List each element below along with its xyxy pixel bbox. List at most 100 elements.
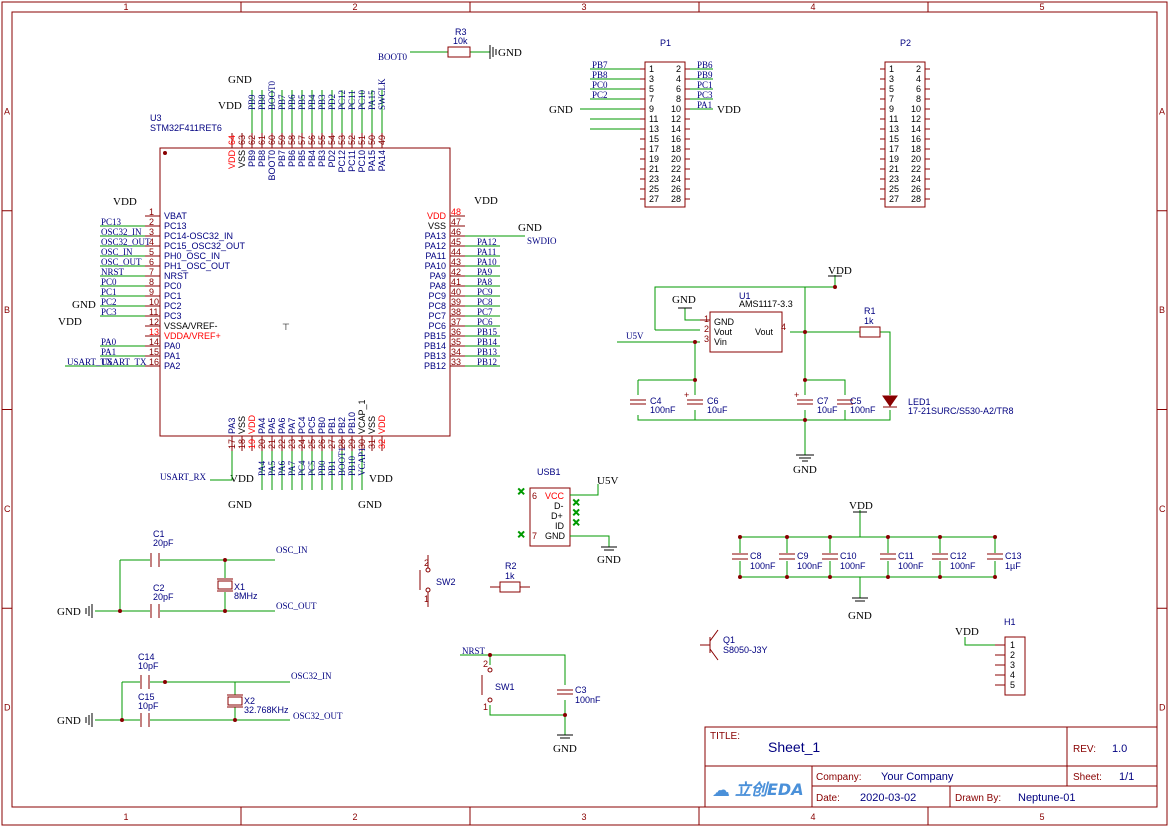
c3-value: 100nF [575,695,601,705]
usb-pin-dm: D- [554,501,564,511]
mcu-net-label: PA6 [277,460,287,476]
decoup-gnd: GND [848,610,872,622]
sw1-pin2: 2 [483,659,488,669]
mcu-pin-name: PC4 [297,416,307,434]
mcu-value: STM32F411RET6 [150,123,222,133]
mcu-pin-num: 48 [451,207,461,217]
mcu-pin-num: 15 [149,347,159,357]
mcu-pin-name: VSS [237,150,247,168]
h1-pin: 1 [1010,640,1015,650]
svg-text:+: + [684,390,689,400]
frame-row-label: A [4,106,10,116]
p1-pin-left: 5 [649,84,654,94]
p1-pin-right: 12 [671,114,681,124]
p1-net-left: PC0 [592,80,608,90]
decoup-cap-ref: C8 [750,551,762,561]
c1-ref: C1 [153,529,165,539]
mcu-pin-num: 36 [451,327,461,337]
mcu-net-label: PD2 [327,94,337,110]
decoup-cap-value: 1µF [1005,561,1021,571]
mcu-pin-name: PC6 [428,321,446,331]
x1-value: 8MHz [234,591,258,601]
p1-pin-right: 24 [671,174,681,184]
transistor-q1[interactable]: Q1 S8050-J3Y [700,629,768,661]
mcu-pin-name: PA11 [425,251,446,261]
resistor-r2[interactable]: R2 1k [490,561,530,593]
c14-value: 10pF [138,661,159,671]
frame-row-label: B [4,305,10,315]
osc-out-net: OSC_OUT [276,601,317,611]
mcu-pin-num: 53 [337,135,347,145]
c2-value: 20pF [153,592,174,602]
reset-circuit[interactable]: 2 1 SW1 C3 100nF NRST GND [460,646,601,755]
led1-ref: LED1 [908,397,931,407]
h1-ref: H1 [1004,617,1016,627]
mcu-pin-name: PA5 [267,418,277,434]
mcu-net-label: USART_TX [67,357,113,367]
header-p2[interactable]: P213579111315171921232527246810121416182… [880,38,930,208]
decoupling-caps[interactable]: VDD GND C8100nFC9100nFC10100nFC11100nFC1… [732,500,1022,622]
mcu-pin-num: 16 [149,357,159,367]
mcu-net-label: BOOT0 [267,81,277,110]
mcu-net-label: OSC32_OUT [101,237,151,247]
p1-net-right: PB9 [697,70,713,80]
mcu-pin-num: 51 [357,135,367,145]
mcu-pin-num: 46 [451,227,461,237]
p2-pin-right: 6 [916,84,921,94]
mcu-net-label: PB9 [247,94,257,110]
mcu-pin-name: PA4 [257,418,267,434]
mcu-pin-name: PC15_OSC32_OUT [164,241,246,251]
mcu-pin-num: 60 [267,135,277,145]
p2-pin-left: 9 [889,104,894,114]
mcu-pin-name: PC9 [428,291,446,301]
mcu-pin-name: VSS [367,416,377,434]
company-label: Company: [816,772,862,783]
mcu-power-label: VDD [58,316,82,328]
r3-value: 10k [453,36,468,46]
mcu-net-label: PA5 [267,460,277,476]
mcu-u3[interactable]: U3 STM32F411RET6 ⊤ [150,113,451,437]
header-p1[interactable]: P113579111315171921232527246810121416182… [549,38,741,208]
mcu-pin-num: 55 [317,135,327,145]
mcu-pin-num: 64 [227,135,237,145]
mcu-pin-name: PB6 [287,150,297,167]
p2-pin-left: 15 [889,134,899,144]
decoup-cap-value: 100nF [750,561,776,571]
mcu-net-label: PA11 [477,247,496,257]
sw2-pin2: 2 [424,558,429,568]
mcu-pin-num: 43 [451,257,461,267]
reg-vdd: VDD [828,265,852,277]
p2-pin-right: 12 [911,114,921,124]
mcu-pin-name: VDDA/VREF+ [164,331,221,341]
usb-pin-dp: D+ [551,511,563,521]
u1-value: AMS1117-3.3 [739,299,793,309]
regulator-section[interactable]: U1 AMS1117-3.3 GND Vout Vin Vout 1 2 3 4… [617,265,1014,476]
mcu-net-label: PA15 [367,90,377,110]
mcu-pin-name: VDD [427,211,447,221]
sw1-net: NRST [462,646,486,656]
svg-text:✕: ✕ [572,498,580,509]
c7-value: 10uF [817,405,838,415]
mcu-net-label: PA12 [477,237,497,247]
mcu-pin-num: 6 [149,257,154,267]
mcu-pin-name: PA6 [277,418,287,434]
mcu-pin-num: 42 [451,267,461,277]
mcu-net-label: PA7 [287,460,297,476]
usb-connector[interactable]: USB1 VCC D- D+ ID GND 6 7 U5V GND ✕ ✕ ✕ … [517,467,621,566]
mcu-net-label: PA9 [477,267,493,277]
p2-pin-left: 19 [889,154,899,164]
mcu-net-label: PA4 [257,460,267,476]
ls-oscillator[interactable]: C14 10pF C15 10pF X2 32.768KHz OSC32_IN … [57,652,343,727]
c5-ref: C5 [850,396,862,406]
c5-value: 100nF [850,405,876,415]
p2-pin-right: 22 [911,164,921,174]
switch-sw2[interactable]: 2 1 SW2 [419,555,456,607]
mcu-net-label: PC2 [101,297,117,307]
resistor-r3[interactable]: R3 10k BOOT0 GND [378,27,522,62]
p1-net-left: PB7 [592,60,608,70]
mcu-pin-num: 19 [247,439,257,449]
hs-oscillator[interactable]: C1 20pF C2 20pF X1 8MHz OSC_IN OSC_OUT G… [57,529,317,618]
